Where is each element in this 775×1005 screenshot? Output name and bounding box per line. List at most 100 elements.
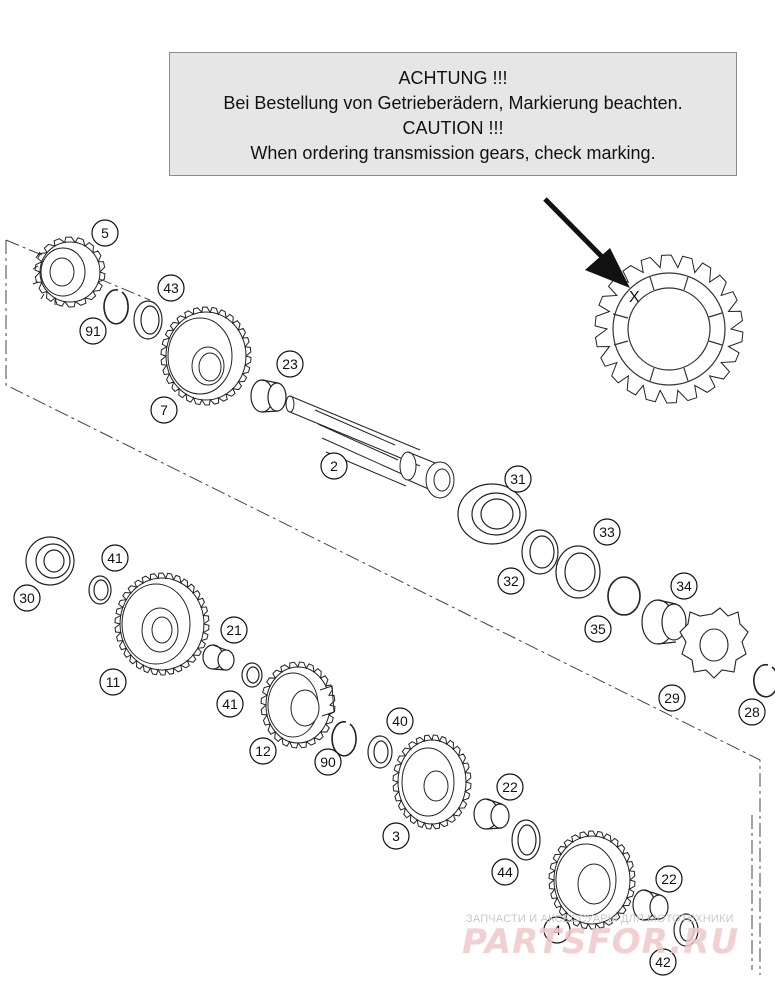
spacer-34 <box>641 599 687 645</box>
gear-11 <box>114 572 210 676</box>
caution-line-german-title: ACHTUNG !!! <box>398 68 508 88</box>
callout-32: 32 <box>497 567 525 595</box>
callout-40: 40 <box>386 707 414 735</box>
washer-41-a <box>88 575 112 605</box>
o-ring-35 <box>607 576 641 616</box>
callout-29: 29 <box>658 684 686 712</box>
svg-text:33: 33 <box>599 524 615 540</box>
callout-34: 34 <box>670 572 698 600</box>
callout-21: 21 <box>220 616 248 644</box>
callout-33: 33 <box>593 518 621 546</box>
callout-28: 28 <box>738 698 766 726</box>
washer-40 <box>367 735 393 769</box>
callout-4: 4 <box>543 916 571 944</box>
circlip-90 <box>331 720 357 757</box>
svg-text:32: 32 <box>503 573 519 589</box>
svg-text:23: 23 <box>282 356 298 372</box>
circlip-28 <box>753 663 775 698</box>
gear-teeth <box>392 734 472 830</box>
caution-line-english-title: CAUTION !!! <box>402 118 504 138</box>
svg-text:22: 22 <box>502 779 518 795</box>
callout-90: 90 <box>314 748 342 776</box>
callout-3: 3 <box>382 822 410 850</box>
svg-text:41: 41 <box>222 696 238 712</box>
caution-line-german-text: Bei Bestellung von Getrieberädern, Marki… <box>223 93 683 113</box>
callout-41-a: 41 <box>101 544 129 572</box>
caution-notice: ACHTUNG !!! Bei Bestellung von Getrieber… <box>169 52 737 176</box>
svg-text:12: 12 <box>255 743 271 759</box>
svg-text:22: 22 <box>661 871 677 887</box>
watermark-tagline: ЗАПЧАСТИ И АКСЕССУАРЫ ДЛЯ МОТОТЕХНИКИ <box>466 913 734 925</box>
svg-text:2: 2 <box>330 458 338 474</box>
washer-43 <box>133 300 163 340</box>
gear-teeth <box>160 306 252 406</box>
bushing-22-b <box>632 889 669 921</box>
bushing-22-a <box>473 798 510 830</box>
washer-44 <box>511 819 541 861</box>
svg-text:90: 90 <box>320 754 336 770</box>
svg-text:43: 43 <box>163 280 179 296</box>
gear-teeth <box>594 254 744 404</box>
caution-line-english-text: When ordering transmission gears, check … <box>250 143 656 163</box>
main-shaft-2 <box>285 395 455 499</box>
svg-text:30: 30 <box>19 590 35 606</box>
sprocket-29 <box>679 607 749 679</box>
marking-arrow-icon <box>543 197 630 288</box>
seal-33 <box>555 545 601 599</box>
callout-31: 31 <box>504 465 532 493</box>
gear-teeth <box>260 661 336 749</box>
callout-22-a: 22 <box>496 773 524 801</box>
marking-inset-gear <box>594 254 744 404</box>
svg-text:4: 4 <box>553 922 561 938</box>
circlip-91 <box>103 288 129 325</box>
svg-text:7: 7 <box>160 402 168 418</box>
svg-text:28: 28 <box>744 704 760 720</box>
callout-7: 7 <box>150 396 178 424</box>
gear-teeth <box>34 236 106 308</box>
callout-2: 2 <box>320 452 348 480</box>
gear-teeth <box>548 830 636 930</box>
svg-text:29: 29 <box>664 690 680 706</box>
gear-4 <box>548 830 636 930</box>
svg-text:31: 31 <box>510 471 526 487</box>
callout-23: 23 <box>276 350 304 378</box>
callout-41-b: 41 <box>216 690 244 718</box>
svg-text:44: 44 <box>497 864 513 880</box>
callout-43: 43 <box>157 274 185 302</box>
callout-11: 11 <box>99 668 127 696</box>
svg-text:40: 40 <box>392 713 408 729</box>
gear-12 <box>260 661 336 749</box>
callout-42: 42 <box>649 948 677 976</box>
gear-3 <box>392 734 472 830</box>
callout-35: 35 <box>584 615 612 643</box>
bushing-23 <box>250 379 287 413</box>
bushing-21 <box>202 644 235 671</box>
svg-text:41: 41 <box>107 550 123 566</box>
gear-7 <box>160 306 252 406</box>
gear-5 <box>32 236 106 308</box>
bearing-31 <box>457 483 527 545</box>
callout-44: 44 <box>491 858 519 886</box>
callout-5: 5 <box>91 219 119 247</box>
washer-41-b <box>241 662 263 688</box>
bearing-30 <box>25 536 75 586</box>
callout-12: 12 <box>249 737 277 765</box>
callout-22-b: 22 <box>655 865 683 893</box>
svg-text:42: 42 <box>655 954 671 970</box>
svg-text:34: 34 <box>676 578 692 594</box>
svg-text:5: 5 <box>101 225 109 241</box>
washer-42 <box>673 913 699 947</box>
svg-text:35: 35 <box>590 621 606 637</box>
callout-30: 30 <box>13 584 41 612</box>
watermark-logo: PARTSFOR.RU <box>462 922 740 962</box>
assembly-outline <box>5 240 761 975</box>
svg-text:21: 21 <box>226 622 242 638</box>
marking-x-symbol: X <box>629 289 640 306</box>
washer-32 <box>521 529 559 575</box>
svg-text:3: 3 <box>392 828 400 844</box>
callout-91: 91 <box>79 317 107 345</box>
svg-text:91: 91 <box>85 323 101 339</box>
svg-text:11: 11 <box>106 674 121 690</box>
gear-teeth <box>114 572 210 676</box>
